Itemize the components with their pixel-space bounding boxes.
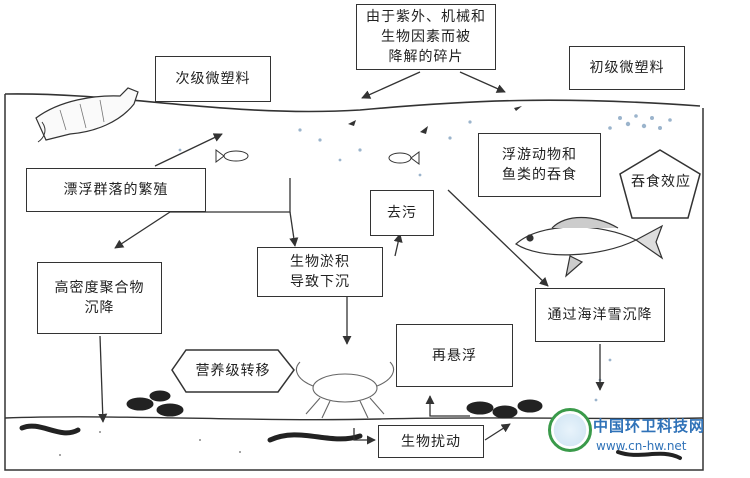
resuspension-box: 再悬浮 (396, 324, 513, 387)
primary-microplastics-box: 初级微塑料 (569, 46, 685, 90)
crab-icon (295, 361, 395, 419)
decontamination-box: 去污 (370, 190, 434, 236)
trophic-hexagon (171, 349, 295, 393)
biofouling-sinking-box: 生物淤积 导致下沉 (257, 247, 383, 297)
marine-snow-box: 通过海洋雪沉降 (535, 288, 665, 342)
watermark-name: 中国环卫科技网 (593, 417, 706, 435)
high-density-polymer-box: 高密度聚合物 沉降 (37, 262, 162, 334)
sediment-organisms (19, 390, 682, 460)
plankton-predation-box: 浮游动物和 鱼类的吞食 (478, 133, 601, 197)
fragments-box: 由于紫外、机械和 生物因素而被 降解的碎片 (356, 4, 496, 70)
trophic-transfer-label: 营养级转移 (195, 363, 271, 379)
ingestion-effect-label: 吞食效应 (631, 174, 691, 190)
flow-arrows (98, 71, 605, 445)
watermark-logo-icon (548, 408, 592, 452)
plastic-bottle-icon (35, 87, 139, 143)
large-fish-icon (515, 217, 664, 278)
ingestion-pentagon (619, 149, 701, 219)
floating-colonies-box: 漂浮群落的繁殖 (26, 168, 206, 212)
small-fish-icon (215, 149, 420, 165)
tank-outline (4, 94, 704, 471)
watermark-url: www.cn-hw.net (596, 439, 687, 453)
bioturbation-box: 生物扰动 (378, 425, 484, 458)
secondary-microplastics-box: 次级微塑料 (155, 56, 271, 102)
microplastic-particles (178, 114, 672, 402)
sediment-line (4, 416, 704, 421)
